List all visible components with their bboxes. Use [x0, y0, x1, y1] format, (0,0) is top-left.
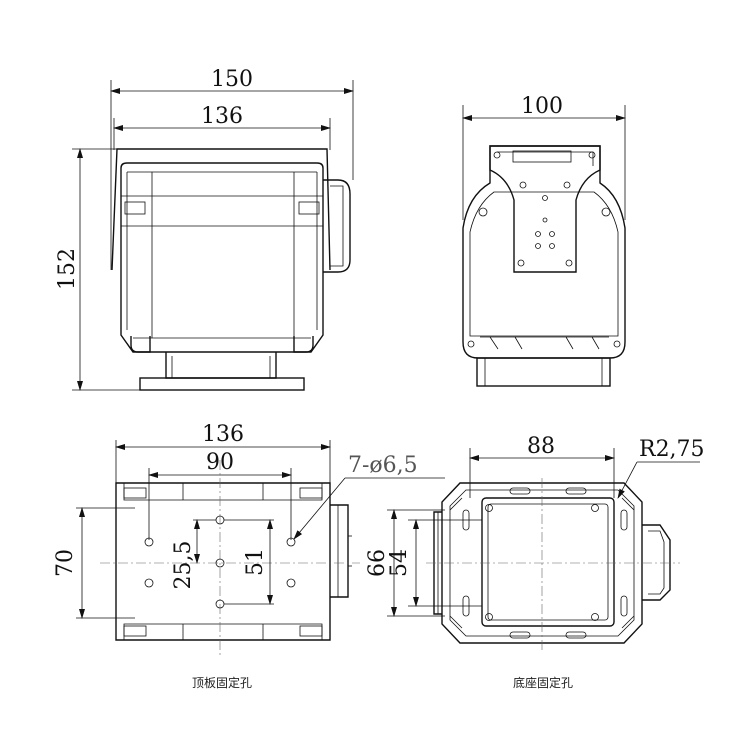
base-view: 88 R2,75 66 54	[365, 434, 705, 690]
base-mount-hole	[485, 613, 493, 621]
mount-hole	[144, 578, 154, 588]
dim-hole-spacing-y: 70	[53, 549, 78, 577]
hole-callout: 7-ø6,5	[348, 453, 418, 478]
base-mount-hole	[591, 504, 599, 512]
base-caption: 底座固定孔	[513, 675, 573, 690]
dim-box-width: 136	[201, 104, 243, 129]
radius-leader	[617, 461, 638, 499]
dim-base-inner: 54	[387, 549, 412, 577]
mount-hole	[215, 558, 225, 568]
dim-radius: R2,75	[639, 437, 705, 462]
top-plate-caption: 顶板固定孔	[192, 675, 252, 690]
dim-hole-spacing-mid: 51	[243, 548, 268, 576]
dim-hole-spacing-small: 25,5	[171, 541, 196, 590]
hole-callout-leader	[293, 477, 346, 540]
dim-base-width: 88	[527, 434, 555, 459]
dim-side-width: 100	[521, 94, 563, 119]
mount-hole	[144, 537, 154, 547]
dim-height: 152	[55, 248, 80, 290]
dim-overall-width: 150	[211, 67, 253, 92]
mount-hole	[286, 578, 296, 588]
side-view: 100	[462, 94, 626, 387]
mount-hole	[286, 537, 296, 547]
base-mount-hole	[591, 613, 599, 621]
dim-base-outer: 66	[365, 549, 390, 577]
base-mount-hole	[485, 504, 493, 512]
front-view: 150 136 152	[55, 67, 354, 391]
top-plate-view: 136 90 70 25,5	[53, 422, 445, 690]
dim-plate-width: 136	[202, 422, 244, 447]
